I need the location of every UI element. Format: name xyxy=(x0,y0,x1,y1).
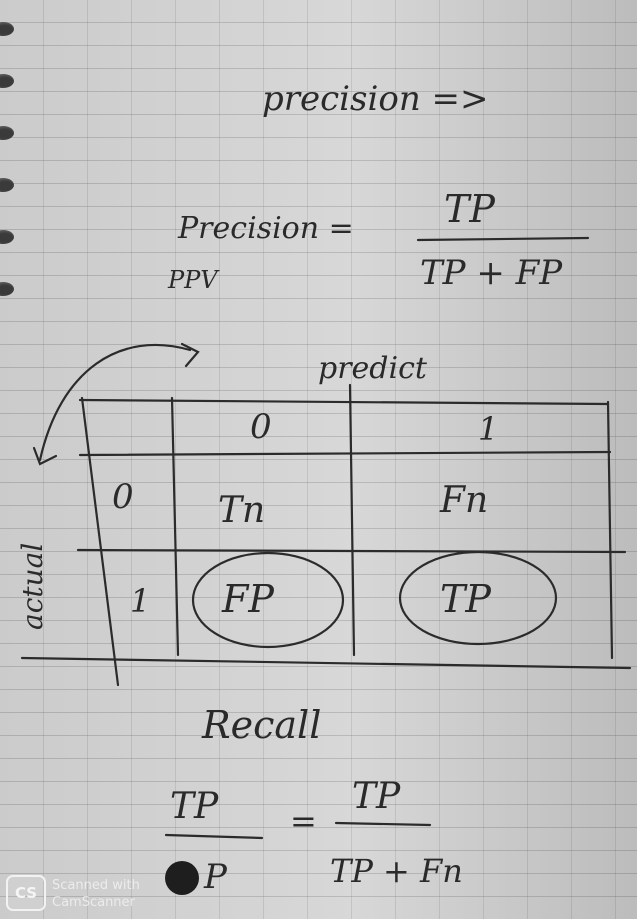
precision-denominator: TP + FP xyxy=(420,253,563,293)
precision-label: Precision = xyxy=(177,211,354,246)
watermark-line2: CamScanner xyxy=(52,895,135,910)
recall-label: Recall xyxy=(201,703,321,747)
row-header-1: 1 xyxy=(130,582,150,620)
cell-fn: Fn xyxy=(439,480,488,521)
precision-fraction-bar xyxy=(416,236,590,242)
scribble-mark xyxy=(165,861,199,895)
heading: precision => xyxy=(262,79,489,119)
tp-circle xyxy=(398,550,558,646)
recall-right-denominator: TP + Fn xyxy=(330,852,463,890)
predict-label: predict xyxy=(318,351,428,386)
col-header-1: 1 xyxy=(478,410,498,448)
ppv-label: PPV xyxy=(167,266,220,294)
confusion-matrix-grid xyxy=(20,383,632,687)
recall-left-fraction-bar xyxy=(164,833,264,840)
cell-fp: FP xyxy=(221,577,275,621)
precision-numerator: TP xyxy=(444,187,496,231)
cell-tp: TP xyxy=(440,577,492,621)
camscanner-watermark: CS Scanned with CamScanner xyxy=(0,873,170,919)
arrowhead-left xyxy=(32,446,58,466)
cell-tn: Tn xyxy=(218,490,265,531)
fp-circle xyxy=(191,551,345,649)
spiral-binding-icon xyxy=(0,0,30,919)
watermark-line1: Scanned with xyxy=(52,878,140,893)
actual-label: actual xyxy=(16,543,49,630)
recall-equals: = xyxy=(290,802,317,840)
arrow-icon xyxy=(38,343,192,462)
row-header-0: 0 xyxy=(112,477,134,517)
arrowhead-top xyxy=(180,342,200,368)
col-header-0: 0 xyxy=(250,407,272,447)
recall-left-numerator: TP xyxy=(170,786,219,827)
recall-right-numerator: TP xyxy=(352,776,401,817)
recall-left-denominator: P xyxy=(203,857,228,897)
recall-right-fraction-bar xyxy=(334,821,432,827)
camscanner-logo-icon: CS xyxy=(6,875,46,911)
